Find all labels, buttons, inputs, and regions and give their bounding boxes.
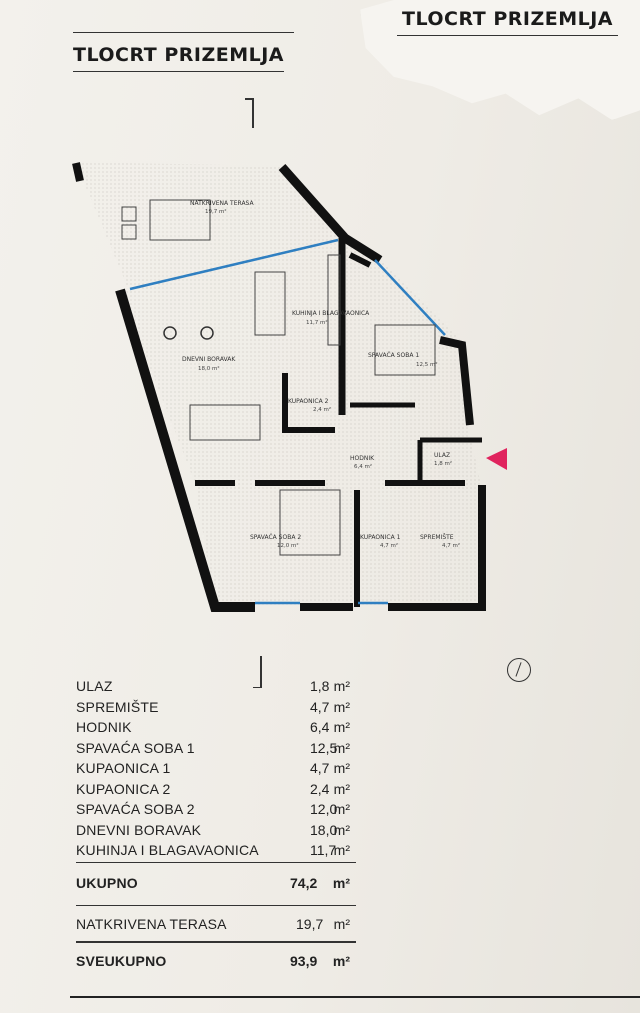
area-row: SPREMIŠTE 4,7 m² — [76, 698, 350, 715]
total-table: UKUPNO 74,2 m² — [76, 873, 366, 894]
divider — [76, 905, 356, 906]
label-terrace: NATKRIVENA TERASA — [190, 200, 254, 207]
label-entrance: ULAZ — [434, 452, 450, 459]
area-living: 18,0 m² — [198, 365, 220, 372]
area-storage: 4,7 m² — [442, 542, 460, 549]
area-entrance: 1,8 m² — [434, 460, 452, 467]
total-row: UKUPNO 74,2 m² — [76, 875, 350, 891]
label-hallway: HODNIK — [350, 455, 375, 462]
section-marker — [253, 656, 267, 688]
area-row: SPAVAĆA SOBA 1 12,5 m² — [76, 739, 350, 756]
label-storage: SPREMIŠTE — [420, 534, 454, 541]
entrance-arrow-icon — [486, 448, 507, 470]
area-row: KUHINJA I BLAGAVAONICA 11,7 m² — [76, 842, 350, 858]
north-arrow-icon — [507, 658, 531, 682]
apartment-floor — [120, 238, 482, 607]
area-row: KUPAONICA 2 2,4 m² — [76, 780, 350, 797]
label-living: DNEVNI BORAVAK — [182, 356, 236, 363]
bottom-divider — [70, 996, 640, 998]
area-row: HODNIK 6,4 m² — [76, 719, 350, 735]
divider — [76, 862, 356, 863]
label-kitchen: KUHINJA I BLAGAVAONICA — [292, 310, 370, 317]
outer-wall-east — [439, 336, 474, 426]
area-hallway: 6,4 m² — [354, 463, 372, 470]
area-bathroom-1: 4,7 m² — [380, 542, 398, 549]
area-row: KUPAONICA 1 4,7 m² — [76, 760, 350, 776]
area-row: ULAZ 1,8 m² — [76, 678, 350, 694]
floor-plan: NATKRIVENA TERASA 19,7 m² KUHINJA I BLAG… — [70, 95, 510, 615]
label-bathroom-1: KUPAONICA 1 — [360, 534, 401, 541]
label-bedroom-1: SPAVAĆA SOBA 1 — [368, 352, 419, 359]
grand-total-table: SVEUKUPNO 93,9 m² — [76, 951, 366, 972]
area-table: ULAZ 1,8 m² SPREMIŠTE 4,7 m² HODNIK 6,4 … — [76, 676, 366, 861]
floor-plan-svg: NATKRIVENA TERASA 19,7 m² KUHINJA I BLAG… — [72, 162, 507, 612]
grand-total-row: SVEUKUPNO 93,9 m² — [76, 953, 350, 969]
area-bedroom-2: 12,0 m² — [277, 542, 299, 549]
label-bedroom-2: SPAVAĆA SOBA 2 — [250, 534, 301, 541]
page-title: TLOCRT PRIZEMLJA — [73, 32, 295, 72]
section-marker-top — [245, 98, 259, 128]
divider — [76, 941, 356, 943]
area-kitchen: 11,7 m² — [306, 319, 328, 326]
area-bathroom-2: 2,4 m² — [313, 406, 331, 413]
label-bathroom-2: KUPAONICA 2 — [288, 398, 329, 405]
outer-wall-west — [115, 288, 255, 612]
area-row: DNEVNI BORAVAK 18,0 m² — [76, 821, 350, 838]
area-bedroom-1: 12,5 m² — [416, 361, 438, 368]
terrace-row: NATKRIVENA TERASA 19,7 m² — [76, 916, 350, 932]
terrace-table: NATKRIVENA TERASA 19,7 m² — [76, 914, 366, 935]
area-terrace: 19,7 m² — [205, 208, 227, 215]
title-right: TLOCRT PRIZEMLJA — [396, 8, 619, 36]
terrace-area — [76, 163, 342, 293]
area-row: SPAVAĆA SOBA 2 12,0 m² — [76, 801, 350, 817]
